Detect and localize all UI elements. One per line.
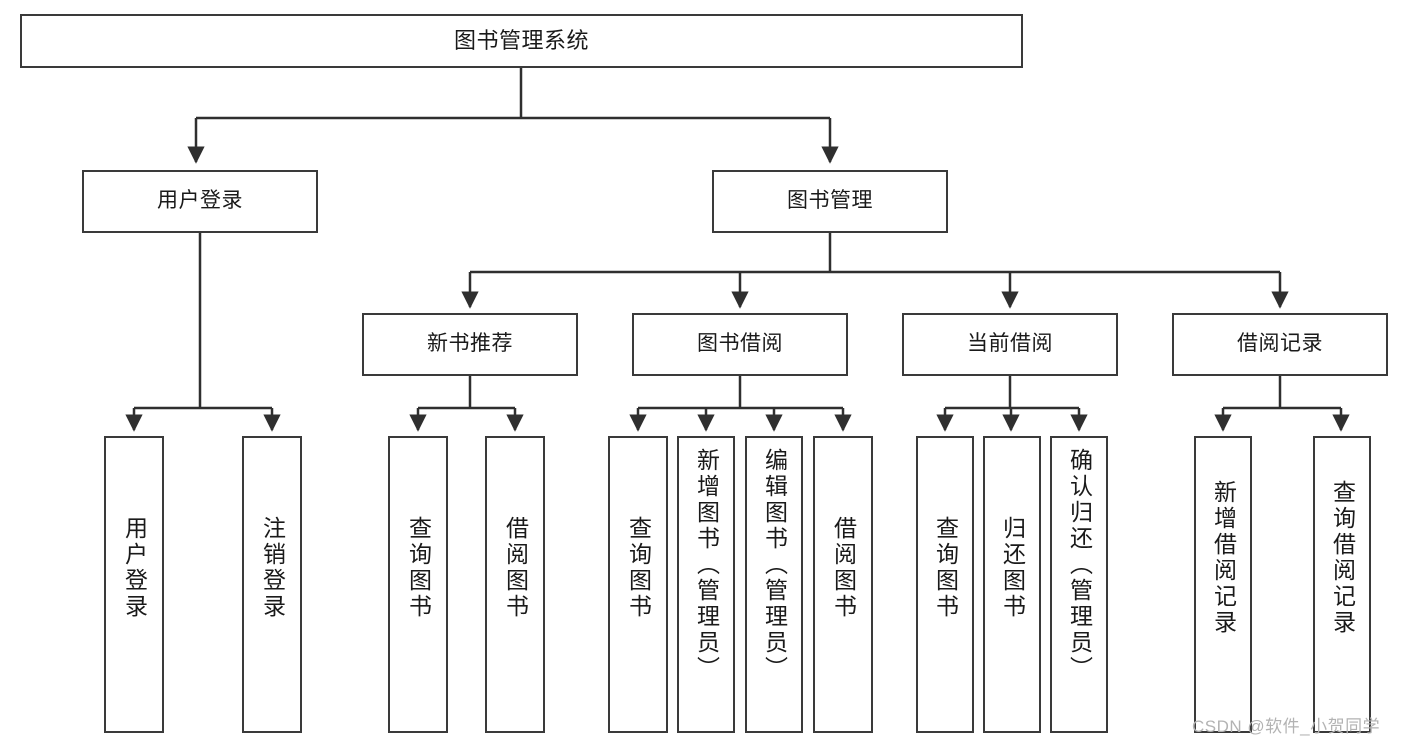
node-leaf-add-record[interactable]: 新增借阅记录 xyxy=(1194,436,1252,733)
node-user-login-label: 用户登录 xyxy=(157,189,243,213)
node-leaf-query-book-3-label: 查询图书 xyxy=(932,516,959,620)
node-leaf-edit-book[interactable]: 编辑图书（管理员） xyxy=(745,436,803,733)
node-current-borrow[interactable]: 当前借阅 xyxy=(902,313,1118,376)
node-leaf-query-book-2-label: 查询图书 xyxy=(625,516,652,620)
node-leaf-query-record-label: 查询借阅记录 xyxy=(1329,480,1356,636)
node-borrow-record[interactable]: 借阅记录 xyxy=(1172,313,1388,376)
node-book-management-label: 图书管理 xyxy=(787,189,873,213)
node-borrow-record-label: 借阅记录 xyxy=(1237,332,1323,356)
node-leaf-query-book-2[interactable]: 查询图书 xyxy=(608,436,668,733)
node-leaf-borrow-book-2-label: 借阅图书 xyxy=(830,516,857,620)
node-book-borrow[interactable]: 图书借阅 xyxy=(632,313,848,376)
node-new-book-recommend[interactable]: 新书推荐 xyxy=(362,313,578,376)
node-root[interactable]: 图书管理系统 xyxy=(20,14,1023,68)
node-leaf-logout[interactable]: 注销登录 xyxy=(242,436,302,733)
node-current-borrow-label: 当前借阅 xyxy=(967,332,1053,356)
node-leaf-add-book[interactable]: 新增图书（管理员） xyxy=(677,436,735,733)
node-leaf-add-record-label: 新增借阅记录 xyxy=(1210,480,1237,636)
node-leaf-confirm-return[interactable]: 确认归还（管理员） xyxy=(1050,436,1108,733)
node-leaf-borrow-book-2[interactable]: 借阅图书 xyxy=(813,436,873,733)
node-leaf-query-record[interactable]: 查询借阅记录 xyxy=(1313,436,1371,733)
node-root-label: 图书管理系统 xyxy=(453,28,589,54)
node-user-login[interactable]: 用户登录 xyxy=(82,170,318,233)
node-leaf-confirm-return-label: 确认归还（管理员） xyxy=(1066,448,1093,682)
node-leaf-return-book[interactable]: 归还图书 xyxy=(983,436,1041,733)
node-leaf-user-login-label: 用户登录 xyxy=(121,516,148,620)
node-leaf-logout-label: 注销登录 xyxy=(259,516,286,620)
node-new-book-recommend-label: 新书推荐 xyxy=(427,332,513,356)
watermark: CSDN @软件_小贺同学 xyxy=(1192,717,1381,736)
node-leaf-user-login[interactable]: 用户登录 xyxy=(104,436,164,733)
node-leaf-add-book-label: 新增图书（管理员） xyxy=(693,448,720,682)
node-leaf-query-book-1-label: 查询图书 xyxy=(405,516,432,620)
node-leaf-edit-book-label: 编辑图书（管理员） xyxy=(761,448,788,682)
node-book-borrow-label: 图书借阅 xyxy=(697,332,783,356)
node-leaf-borrow-book-1[interactable]: 借阅图书 xyxy=(485,436,545,733)
node-leaf-query-book-1[interactable]: 查询图书 xyxy=(388,436,448,733)
node-book-management[interactable]: 图书管理 xyxy=(712,170,948,233)
node-leaf-borrow-book-1-label: 借阅图书 xyxy=(502,516,529,620)
node-leaf-query-book-3[interactable]: 查询图书 xyxy=(916,436,974,733)
node-leaf-return-book-label: 归还图书 xyxy=(999,516,1026,620)
